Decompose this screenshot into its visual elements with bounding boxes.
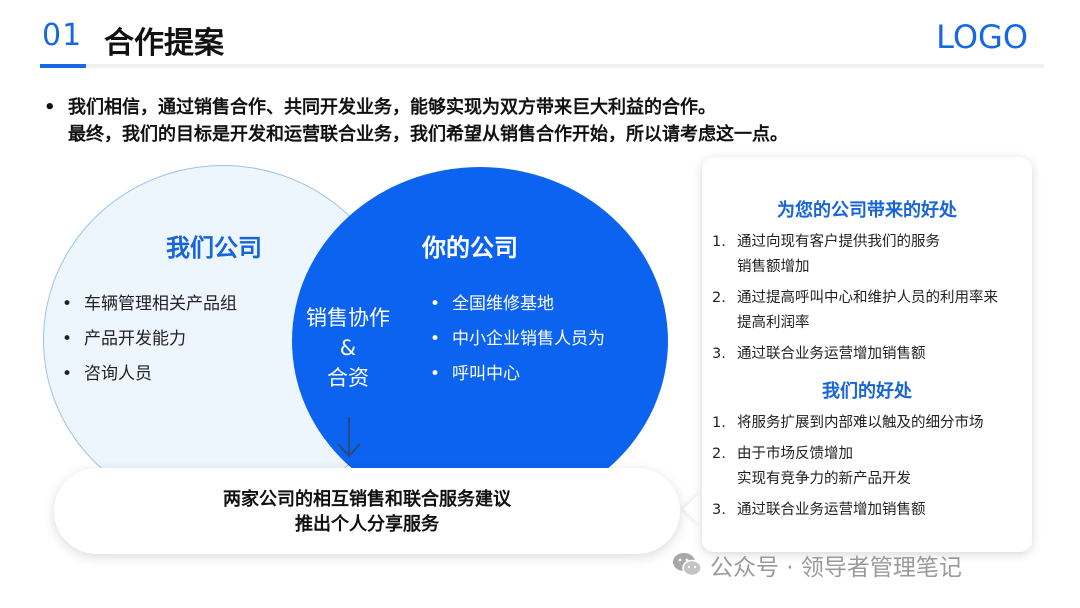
section-number: 01: [42, 18, 83, 53]
item-number: 3.: [712, 346, 726, 362]
item-number: 1.: [712, 234, 726, 250]
watermark-text: 公众号 · 领导者管理笔记: [710, 555, 962, 581]
item-number: 1.: [712, 415, 726, 431]
item-number: 2.: [712, 290, 726, 306]
list-item: 1. 通过向现有客户提供我们的服务 销售额增加: [712, 230, 1030, 280]
item-line: 通过提高呼叫中心和维护人员的利用率来: [737, 290, 998, 306]
logo: LOGO: [936, 18, 1028, 56]
proposal-line-2: 推出个人分享服务: [295, 514, 439, 535]
header-divider: [40, 64, 1044, 68]
item-number: 3.: [712, 502, 726, 518]
watermark: 公众号 · 领导者管理笔记: [672, 548, 962, 582]
item-number: 2.: [712, 446, 726, 462]
our-benefits-list: 1. 将服务扩展到内部难以触及的细分市场 2. 由于市场反馈增加 实现有竞争力的…: [712, 411, 1030, 529]
list-item: 车辆管理相关产品组: [62, 287, 237, 322]
item-line: 销售额增加: [737, 259, 810, 275]
overlap-line-1: 销售协作: [306, 306, 390, 330]
item-line: 通过联合业务运营增加销售额: [737, 502, 926, 518]
list-item: 2. 由于市场反馈增加 实现有竞争力的新产品开发: [712, 442, 1030, 492]
our-company-list: 车辆管理相关产品组 产品开发能力 咨询人员: [62, 287, 237, 392]
your-benefits-list: 1. 通过向现有客户提供我们的服务 销售额增加 2. 通过提高呼叫中心和维护人员…: [712, 230, 1030, 373]
item-line: 由于市场反馈增加: [737, 446, 853, 462]
overlap-line-3: 合资: [327, 366, 369, 390]
proposal-line-1: 两家公司的相互销售和联合服务建议: [223, 489, 511, 510]
your-benefits-title: 为您的公司带来的好处: [777, 200, 957, 221]
item-line: 实现有竞争力的新产品开发: [737, 471, 911, 487]
list-item: 2. 通过提高呼叫中心和维护人员的利用率来 提高利润率: [712, 286, 1030, 336]
list-item: 1. 将服务扩展到内部难以触及的细分市场: [712, 411, 1030, 436]
intro-line-2: 最终，我们的目标是开发和运营联合业务，我们希望从销售合作开始，所以请考虑这一点。: [68, 124, 788, 145]
list-item: 3. 通过联合业务运营增加销售额: [712, 498, 1030, 523]
item-line: 通过联合业务运营增加销售额: [737, 346, 926, 362]
item-line: 将服务扩展到内部难以触及的细分市场: [737, 415, 984, 431]
header-divider-accent: [40, 64, 86, 68]
your-company-title: 你的公司: [422, 234, 518, 262]
list-item: 中小企业销售人员为: [430, 322, 605, 357]
overlap-label: 销售协作 & 合资: [292, 303, 404, 393]
list-item: 呼叫中心: [430, 357, 605, 392]
wechat-icon: [673, 553, 702, 577]
intro-text: • 我们相信，通过销售合作、共同开发业务，能够实现为双方带来巨大利益的合作。 最…: [44, 94, 1024, 148]
list-item: 全国维修基地: [430, 287, 605, 322]
item-line: 提高利润率: [737, 315, 810, 331]
intro-line-1: 我们相信，通过销售合作、共同开发业务，能够实现为双方带来巨大利益的合作。: [68, 97, 716, 118]
proposal-text: 两家公司的相互销售和联合服务建议 推出个人分享服务: [54, 487, 680, 537]
item-line: 通过向现有客户提供我们的服务: [737, 234, 940, 250]
down-arrow-icon: [337, 417, 361, 458]
your-company-list: 全国维修基地 中小企业销售人员为 呼叫中心: [430, 287, 605, 392]
our-benefits-title: 我们的好处: [822, 381, 912, 402]
bullet-icon: •: [44, 97, 56, 118]
benefits-box: [702, 157, 1032, 552]
our-company-title: 我们公司: [166, 234, 262, 262]
list-item: 产品开发能力: [62, 322, 237, 357]
list-item: 3. 通过联合业务运营增加销售额: [712, 342, 1030, 367]
list-item: 咨询人员: [62, 357, 237, 392]
overlap-line-2: &: [339, 336, 357, 360]
page-title: 合作提案: [104, 26, 224, 61]
proposal-pill: [54, 468, 680, 554]
